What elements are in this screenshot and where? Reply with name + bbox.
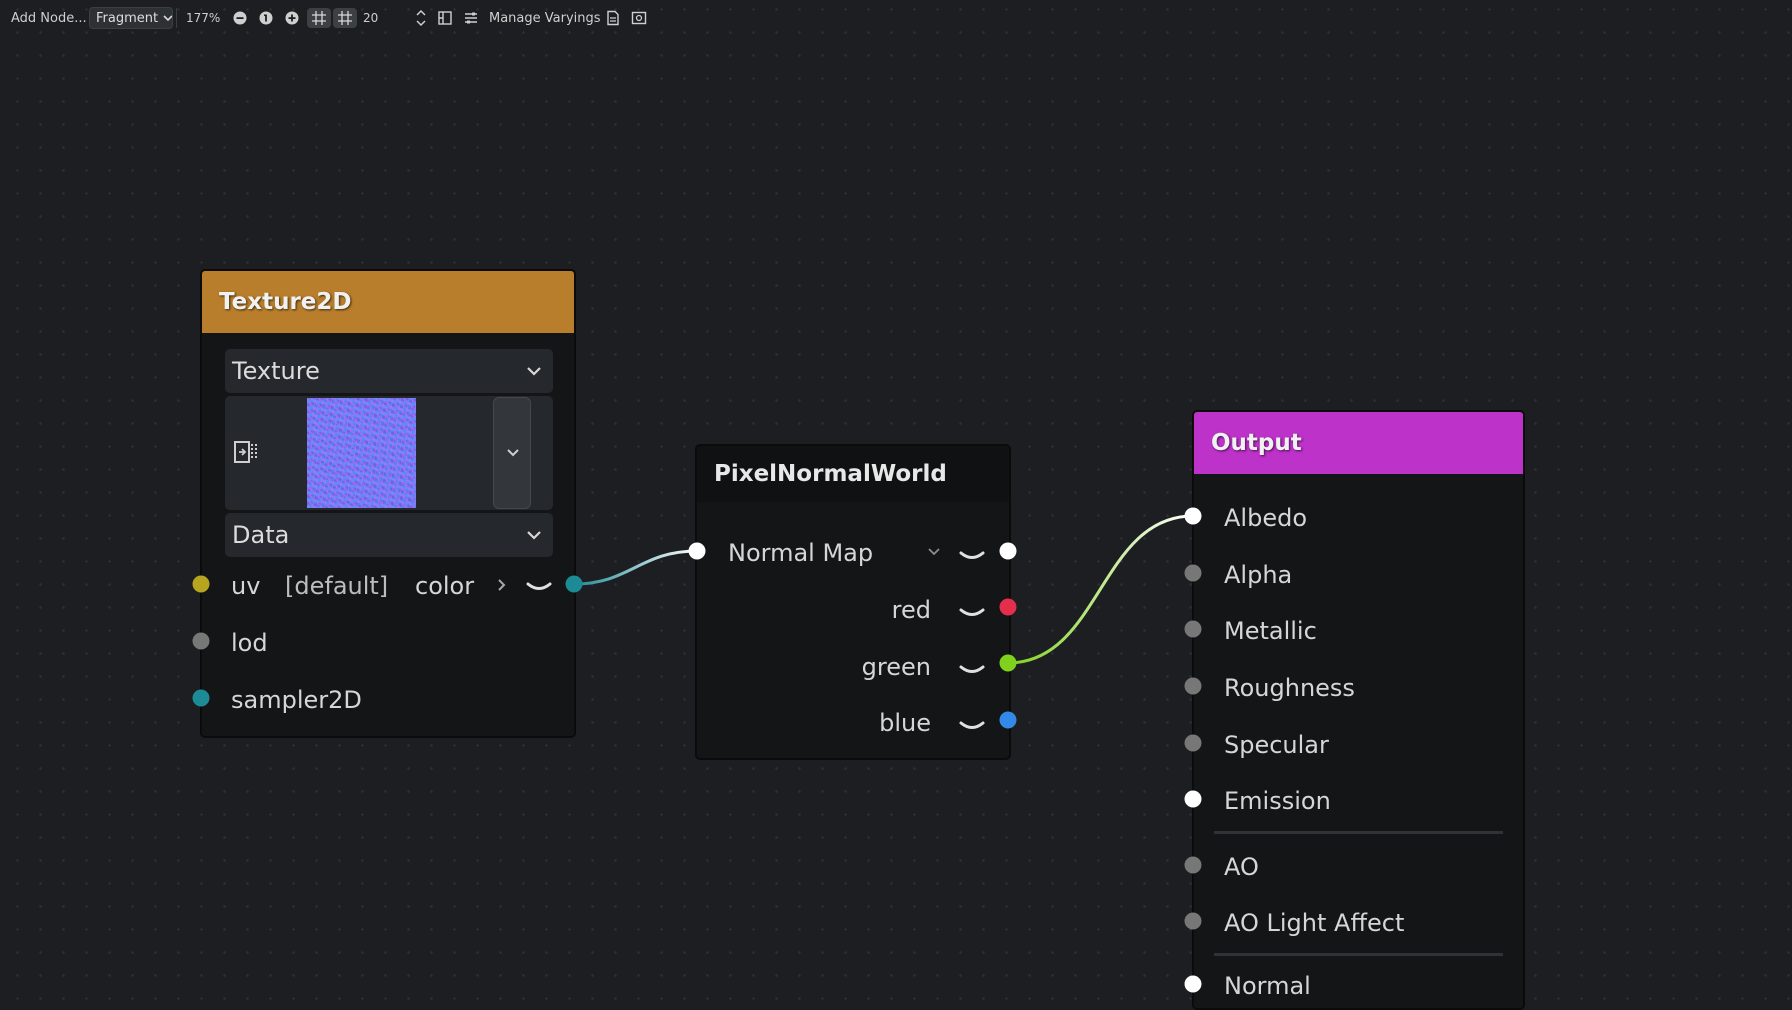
- minimap-toggle[interactable]: [435, 8, 455, 28]
- metallic-input-label: Metallic: [1224, 617, 1317, 645]
- specular-input-label: Specular: [1224, 731, 1329, 759]
- red-output-label: red: [891, 596, 931, 624]
- green-output-port[interactable]: [999, 654, 1017, 672]
- uv-default-value[interactable]: [default]: [285, 572, 389, 600]
- zoom-out-icon: [233, 11, 247, 25]
- wire-green-to-albedo[interactable]: [1007, 514, 1194, 665]
- output-title[interactable]: Output: [1194, 412, 1523, 474]
- texture-source-value: Texture: [232, 357, 320, 385]
- sampler2d-input-label: sampler2D: [231, 686, 362, 714]
- preview-toggle[interactable]: [629, 8, 649, 28]
- grid-snap-icon: [312, 11, 326, 25]
- add-node-button[interactable]: Add Node...: [11, 10, 87, 26]
- snap-distance-field[interactable]: 20: [363, 11, 379, 25]
- texture-thumbnail[interactable]: [307, 398, 416, 508]
- texture-options-dropdown[interactable]: [493, 397, 531, 509]
- chevron-down-icon: [163, 15, 172, 22]
- section-divider: [1214, 953, 1503, 956]
- chevron-down-icon[interactable]: [927, 547, 941, 557]
- roughness-input-label: Roughness: [1224, 674, 1355, 702]
- blue-output-label: blue: [879, 709, 931, 737]
- load-texture-icon[interactable]: [233, 439, 259, 465]
- ao-light-affect-input-label: AO Light Affect: [1224, 909, 1405, 937]
- texture2d-title[interactable]: Texture2D: [202, 271, 574, 333]
- graph-toolbar: Add Node... Fragment 177% 20 Manage Vary…: [0, 0, 1792, 36]
- minimap-icon: [438, 11, 452, 25]
- expand-output-icon[interactable]: [496, 577, 508, 593]
- arrange-icon: [465, 12, 477, 24]
- manage-varyings-button[interactable]: Manage Varyings: [489, 10, 601, 26]
- zoom-in-button[interactable]: [282, 8, 302, 28]
- ao-input-label: AO: [1224, 853, 1259, 881]
- texture2d-node[interactable]: Texture2D Texture Data uv [default] colo…: [200, 269, 576, 738]
- section-divider: [1214, 831, 1503, 834]
- normal-input-port[interactable]: [1184, 975, 1202, 993]
- alpha-input-port[interactable]: [1184, 564, 1202, 582]
- normal-map-input-port[interactable]: [688, 542, 706, 560]
- zoom-level: 177%: [186, 11, 221, 25]
- preview-toggle-icon[interactable]: [526, 581, 552, 593]
- toolbar-divider: [176, 8, 177, 28]
- chevron-down-icon: [527, 531, 541, 540]
- uv-input-port[interactable]: [192, 575, 210, 593]
- arrange-nodes-button[interactable]: [461, 8, 481, 28]
- texture-type-value: Data: [232, 521, 290, 549]
- alpha-input-label: Alpha: [1224, 561, 1293, 589]
- pixel-normal-world-node[interactable]: PixelNormalWorld Normal Map red green bl…: [695, 444, 1011, 760]
- uv-input-label: uv: [231, 572, 261, 600]
- chevron-down-icon: [507, 449, 519, 457]
- output-node[interactable]: Output Albedo Alpha Metallic Roughness S…: [1192, 410, 1525, 1010]
- preview-toggle-icon[interactable]: [959, 720, 985, 732]
- albedo-input-port[interactable]: [1184, 507, 1202, 525]
- vector-output-port[interactable]: [999, 542, 1017, 560]
- specular-input-port[interactable]: [1184, 734, 1202, 752]
- preview-toggle-icon[interactable]: [959, 664, 985, 676]
- red-output-port[interactable]: [999, 598, 1017, 616]
- roughness-input-port[interactable]: [1184, 677, 1202, 695]
- wire-color-to-normal-map[interactable]: [573, 549, 698, 586]
- texture-source-dropdown[interactable]: Texture: [225, 349, 553, 393]
- lod-input-label: lod: [231, 629, 268, 657]
- color-output-label: color: [415, 572, 475, 600]
- show-grid-toggle[interactable]: [333, 8, 357, 28]
- ao-input-port[interactable]: [1184, 856, 1202, 874]
- stepper-arrows-icon: [416, 9, 426, 27]
- shader-mode-value: Fragment: [96, 10, 159, 26]
- sampler2d-input-port[interactable]: [192, 689, 210, 707]
- green-output-label: green: [861, 653, 931, 681]
- zoom-out-button[interactable]: [230, 8, 250, 28]
- zoom-in-icon: [285, 11, 299, 25]
- shader-file-button[interactable]: [603, 8, 623, 28]
- zoom-reset-icon: [259, 11, 273, 25]
- chevron-down-icon: [527, 367, 541, 376]
- albedo-input-label: Albedo: [1224, 504, 1308, 532]
- preview-icon: [631, 11, 647, 25]
- blue-output-port[interactable]: [999, 711, 1017, 729]
- color-output-port[interactable]: [565, 575, 583, 593]
- snap-distance-stepper[interactable]: [414, 8, 428, 28]
- normal-input-label: Normal: [1224, 972, 1311, 1000]
- zoom-reset-button[interactable]: [256, 8, 276, 28]
- grid-icon: [338, 11, 352, 25]
- pixel-normal-world-title[interactable]: PixelNormalWorld: [697, 446, 1009, 502]
- emission-input-label: Emission: [1224, 787, 1331, 815]
- file-icon: [607, 10, 619, 26]
- snap-grid-toggle[interactable]: [307, 8, 331, 28]
- normal-map-dropdown[interactable]: Normal Map: [728, 539, 874, 567]
- emission-input-port[interactable]: [1184, 790, 1202, 808]
- preview-toggle-icon[interactable]: [959, 607, 985, 619]
- texture-type-dropdown[interactable]: Data: [225, 513, 553, 557]
- metallic-input-port[interactable]: [1184, 620, 1202, 638]
- preview-toggle-icon[interactable]: [959, 550, 985, 562]
- ao-light-affect-input-port[interactable]: [1184, 912, 1202, 930]
- connection-wires: [573, 514, 1194, 665]
- lod-input-port[interactable]: [192, 632, 210, 650]
- shader-mode-dropdown[interactable]: Fragment: [89, 7, 173, 29]
